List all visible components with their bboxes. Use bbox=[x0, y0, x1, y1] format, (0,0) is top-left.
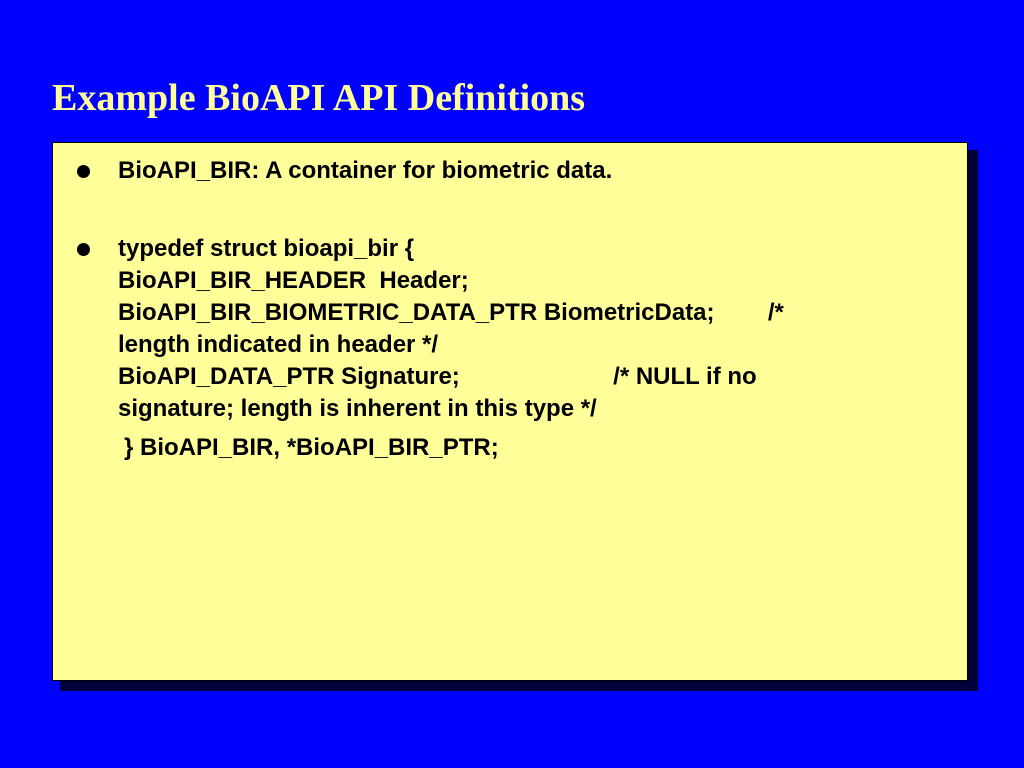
code-line: BioAPI_BIR_HEADER Header; bbox=[118, 267, 469, 294]
code-line: signature; length is inherent in this ty… bbox=[118, 395, 597, 422]
content-box: BioAPI_BIR: A container for biometric da… bbox=[52, 142, 968, 681]
bullet-item-typedef: typedef struct bioapi_bir { BioAPI_BIR_H… bbox=[118, 233, 938, 425]
bullet-line: BioAPI_BIR: A container for biometric da… bbox=[118, 157, 613, 184]
code-line: typedef struct bioapi_bir { bbox=[118, 235, 415, 262]
code-line: BioAPI_BIR_BIOMETRIC_DATA_PTR BiometricD… bbox=[118, 299, 784, 326]
slide-title: Example BioAPI API Definitions bbox=[52, 77, 586, 119]
code-line: BioAPI_DATA_PTR Signature; /* NULL if no bbox=[118, 363, 757, 390]
bullet-item-bir-description: BioAPI_BIR: A container for biometric da… bbox=[118, 155, 938, 187]
typedef-closing-line: } BioAPI_BIR, *BioAPI_BIR_PTR; bbox=[124, 434, 499, 461]
bullet-dot-icon bbox=[77, 243, 90, 256]
code-line: length indicated in header */ bbox=[118, 331, 439, 358]
bullet-dot-icon bbox=[77, 165, 90, 178]
